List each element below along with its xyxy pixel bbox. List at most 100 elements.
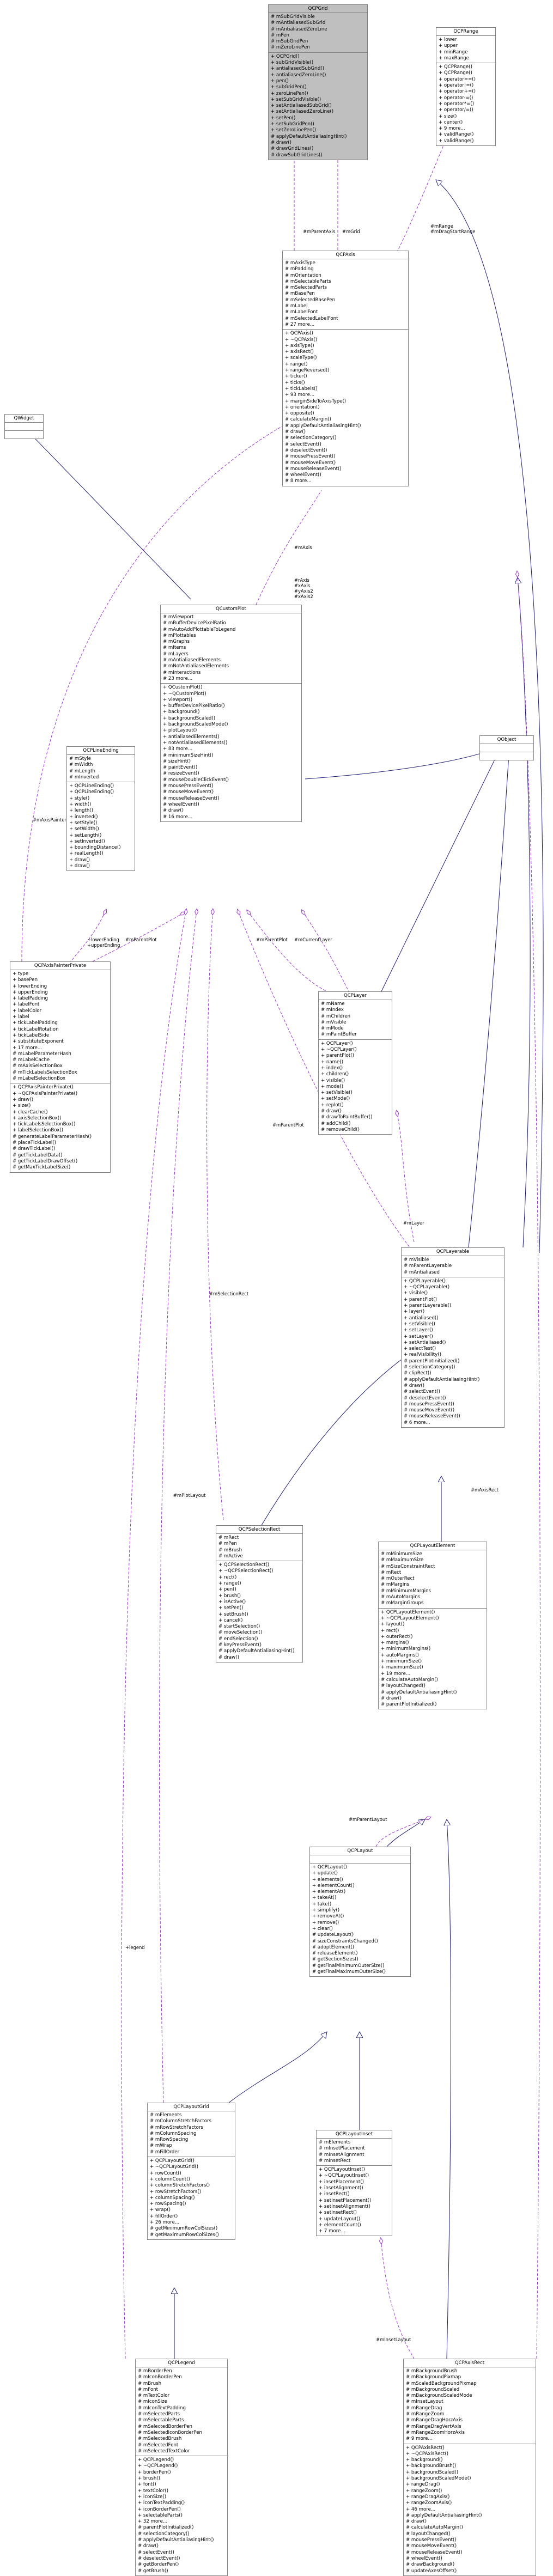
member-item: # mInsetRect [319, 2158, 351, 2164]
method-item: + take() [312, 1901, 332, 1907]
member-item: + tickLabelPadding [13, 1020, 58, 1026]
method-item: # draw() [271, 139, 291, 145]
method-item: + simplify() [312, 1908, 340, 1914]
method-item: + update() [312, 1871, 338, 1877]
method-item: + visible() [321, 1077, 345, 1083]
method-item: # mouseReleaseEvent() [404, 1414, 460, 1420]
member-item: # mSelectedIconBorderPen [138, 2429, 202, 2435]
method-item: # selectEvent() [138, 2549, 174, 2555]
edge-customplot-qobject [305, 746, 501, 780]
method-item: # applyDefaultAntialiasingHint() [381, 1689, 457, 1695]
class-box-qcpgrid[interactable]: QCPGrid# mSubGridVisible# mAntialiasedSu… [268, 4, 368, 160]
method-item: + replot() [321, 1102, 344, 1108]
method-item: # getMaxTickLabelSize() [13, 1165, 71, 1171]
member-item: # mLabelCache [13, 1057, 50, 1063]
edge-label: #mAxis [294, 545, 312, 550]
method-item: + rangeDrag() [406, 2482, 440, 2488]
member-item: # mAntialiasedElements [163, 657, 221, 663]
member-item: + upper [439, 43, 458, 49]
class-box-qcplayoutinset[interactable]: QCPLayoutInset# mElements# mInsetPlaceme… [316, 2130, 392, 2237]
class-box-qcprange[interactable]: QCPRange+ lower+ upper+ minRange+ maxRan… [436, 27, 496, 147]
class-members: # mSubGridVisible# mAntialiasedSubGrid# … [269, 13, 367, 53]
class-members: # mRect# mPen# mBrush# mActive [216, 1534, 302, 1562]
class-title: QCPLayout [310, 1847, 410, 1855]
method-item: # removeChild() [321, 1126, 360, 1132]
class-box-qobject[interactable]: QObject [479, 735, 534, 760]
method-item: # mousePressEvent() [285, 454, 336, 460]
member-item: # mAntialiasedSubGrid [271, 20, 326, 26]
member-item: # mBackgroundScaledMode [406, 2393, 472, 2399]
class-box-qcpselectionrect[interactable]: QCPSelectionRect# mRect# mPen# mBrush# m… [216, 1525, 303, 1662]
method-item: + remove() [312, 1920, 339, 1926]
method-item: + rect() [218, 1574, 237, 1580]
method-item: # 6 more... [404, 1420, 430, 1426]
class-members: # mMinimumSize# mMaximumSize# mSizeConst… [379, 1550, 487, 1609]
class-title: QCPRange [436, 28, 495, 36]
method-item: + ~QCPAxis() [285, 337, 318, 343]
method-item: # selectionCategory() [285, 435, 337, 441]
method-item: + elements() [312, 1877, 343, 1883]
method-item: + setWidth() [69, 826, 99, 832]
edge-selrect-customplot [206, 915, 224, 1520]
edge-layer-qobject [381, 746, 501, 992]
edge-axisrect-layoutelement [447, 1819, 451, 2359]
method-item: + size() [439, 113, 457, 119]
class-box-qcplayer[interactable]: QCPLayer# mName# mIndex# mChildren# mVis… [318, 991, 392, 1135]
class-box-qcplayoutgrid[interactable]: QCPLayoutGrid# mElements# mColumnStretch… [147, 2103, 235, 2240]
edge-layout-layoutelement [386, 1819, 425, 1847]
method-item: + antialiasedSubGrid() [271, 66, 325, 72]
member-item: # mParentLayerable [404, 1263, 452, 1269]
method-item: # deselectEvent() [285, 447, 327, 453]
method-item: + viewport() [163, 697, 193, 703]
member-item: # mPlottables [163, 632, 196, 638]
edge-label: +lowerEnding +upperEnding [87, 937, 120, 948]
method-item: # wheelEvent() [285, 472, 321, 478]
edge-layer-customplot [305, 915, 349, 992]
class-members: + type+ basePen+ lowerEnding+ upperEndin… [10, 970, 110, 1084]
edge-label: #mAxisRect [471, 1487, 499, 1493]
member-item: # mSelectedParts [138, 2411, 180, 2417]
method-item: + backgroundBrush() [406, 2463, 457, 2469]
member-item: # mSelectedBasePen [285, 297, 336, 303]
class-box-qcplayerable[interactable]: QCPLayerable# mVisible# mParentLayerable… [401, 1247, 505, 1428]
method-item: + inverted() [69, 814, 98, 820]
method-item: + clear() [312, 1926, 333, 1932]
class-box-qcplineending[interactable]: QCPLineEnding# mStyle# mWidth# mLength# … [66, 746, 135, 872]
method-item: # releaseElement() [312, 1951, 358, 1957]
method-item: # 8 more... [285, 478, 312, 484]
member-item: # mSelectedFont [138, 2442, 179, 2448]
class-box-qcpaxis[interactable]: QCPAxis# mAxisType# mPadding# mOrientati… [282, 251, 409, 486]
method-item: + QCPLayoutGrid() [150, 2158, 195, 2164]
method-item: # getBrush() [138, 2568, 168, 2574]
class-box-qcpaxisrect[interactable]: QCPAxisRect# mBackgroundBrush# mBackgrou… [403, 2359, 536, 2576]
member-item: # mPen [271, 32, 289, 38]
method-item: + orientation() [285, 404, 320, 410]
class-box-qcplegend[interactable]: QCPLegend# mBorderPen# mIconBorderPen# m… [135, 2359, 228, 2576]
method-item: + setVisible() [321, 1090, 353, 1096]
method-item: + outerRect() [381, 1634, 413, 1640]
class-box-qcpaxispainterprivate[interactable]: QCPAxisPainterPrivate+ type+ basePen+ lo… [10, 961, 111, 1173]
method-item: + operator*=() [439, 101, 475, 107]
member-item: # mFillOrder [150, 2149, 180, 2155]
method-item: + validRange() [439, 132, 474, 138]
member-item: # mColumnSpacing [150, 2130, 197, 2136]
member-item: + upperEnding [13, 989, 48, 995]
method-item: + backgroundScaledMode() [406, 2476, 471, 2482]
method-item: + draw() [13, 1097, 33, 1103]
member-item: + substituteExponent [13, 1039, 64, 1045]
class-box-qwidget[interactable]: QWidget [4, 414, 44, 439]
class-methods [480, 752, 533, 760]
member-item: # mName [321, 1001, 345, 1007]
edge-label: +legend [125, 1945, 145, 1950]
method-item: # draw() [381, 1695, 402, 1701]
method-item: + marginSideToAxisType() [285, 398, 347, 404]
method-item: # getFinalMinimumOuterSize() [312, 1963, 385, 1969]
method-item: # getBorderPen() [138, 2562, 179, 2568]
method-item: + updateLayout() [319, 2216, 361, 2222]
class-methods: + QCustomPlot()+ ~QCustomPlot()+ viewpor… [161, 684, 301, 821]
method-item: + takeAt() [312, 1895, 337, 1901]
class-box-qcplayoutelement[interactable]: QCPLayoutElement# mMinimumSize# mMaximum… [378, 1542, 487, 1710]
method-item: + rect() [381, 1628, 399, 1634]
class-box-qcplayout[interactable]: QCPLayout+ QCPLayout()+ update()+ elemen… [309, 1847, 411, 1977]
class-box-qcustomplot[interactable]: QCustomPlot# mViewport# mBufferDevicePix… [160, 605, 302, 822]
